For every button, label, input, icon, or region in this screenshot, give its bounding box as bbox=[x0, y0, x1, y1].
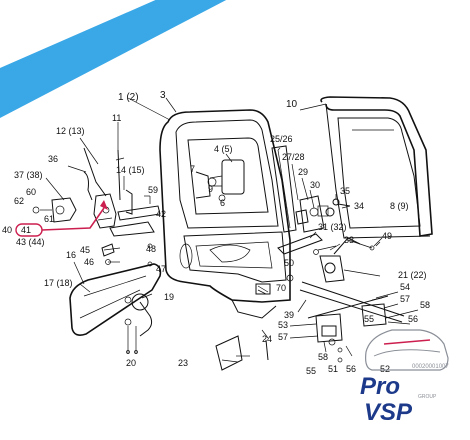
channel-runner bbox=[271, 145, 297, 233]
label-19: 19 bbox=[164, 292, 174, 302]
logo-pro: Pro bbox=[360, 373, 400, 400]
label-42: 42 bbox=[156, 209, 166, 219]
label-21: 21 (22) bbox=[398, 270, 427, 280]
bracket-37-38 bbox=[51, 197, 77, 223]
label-45: 45 bbox=[80, 245, 90, 255]
pro-vsp-logo: Pro VSP GROUP bbox=[360, 329, 449, 426]
window-crank-19 bbox=[124, 293, 153, 337]
label-56a: 56 bbox=[408, 314, 418, 324]
mirror-4 bbox=[207, 159, 245, 195]
label-25: 25/26 bbox=[270, 134, 293, 144]
label-4: 4 (5) bbox=[214, 144, 233, 154]
label-39: 39 bbox=[284, 310, 294, 320]
label-49: 49 bbox=[382, 231, 392, 241]
highlight-callout-41[interactable] bbox=[15, 200, 108, 237]
label-11: 11 bbox=[112, 113, 121, 123]
label-36: 36 bbox=[48, 154, 58, 164]
cap-45-46 bbox=[101, 243, 115, 265]
label-29: 29 bbox=[298, 167, 308, 177]
seal-24 bbox=[265, 339, 269, 361]
label-43: 43 (44) bbox=[16, 237, 45, 247]
label-54: 54 bbox=[400, 282, 410, 292]
label-17: 17 (18) bbox=[44, 278, 73, 288]
label-59: 59 bbox=[148, 185, 158, 195]
label-40: 40 bbox=[2, 225, 12, 235]
armrest-16 bbox=[69, 263, 162, 336]
label-53: 53 bbox=[278, 320, 288, 330]
label-33: 33 bbox=[344, 235, 354, 245]
label-24: 24 bbox=[262, 334, 272, 344]
logo-group: GROUP bbox=[418, 394, 437, 400]
screws-60-62 bbox=[32, 206, 52, 214]
label-61: 61 bbox=[44, 214, 54, 224]
label-7: 7 bbox=[190, 164, 195, 174]
label-62: 62 bbox=[14, 196, 24, 206]
label-10: 10 bbox=[286, 99, 298, 110]
grille-70 bbox=[255, 283, 271, 295]
label-14: 14 (15) bbox=[116, 165, 145, 175]
label-57a: 57 bbox=[400, 294, 410, 304]
label-48: 48 bbox=[146, 244, 156, 254]
screws-20 bbox=[126, 326, 138, 354]
sill-plate-23 bbox=[215, 335, 250, 371]
cable-36 bbox=[83, 171, 93, 201]
label-58b: 58 bbox=[318, 352, 328, 362]
small-fasteners bbox=[337, 345, 353, 363]
label-1: 1 (2) bbox=[118, 92, 139, 103]
lock-body-40 bbox=[93, 193, 117, 229]
label-8: 8 (9) bbox=[390, 201, 409, 211]
leader-lines bbox=[45, 97, 419, 363]
logo-vsp: VSP bbox=[364, 399, 413, 426]
label-70: 70 bbox=[276, 283, 286, 293]
label-20: 20 bbox=[126, 358, 136, 368]
clip-33 bbox=[313, 245, 337, 255]
label-50: 50 bbox=[284, 258, 294, 268]
label-46: 46 bbox=[84, 257, 94, 267]
label-51: 51 bbox=[328, 364, 338, 374]
label-6: 6 bbox=[220, 198, 225, 208]
rod-11 bbox=[115, 149, 125, 201]
reference-code: 00020001007 bbox=[412, 364, 449, 370]
label-31: 31 (32) bbox=[318, 222, 347, 232]
bolt-49 bbox=[369, 237, 383, 251]
label-47: 47 bbox=[156, 264, 166, 274]
glass-pane-8 bbox=[337, 117, 421, 229]
bolt-34-35 bbox=[332, 198, 351, 207]
label-30: 30 bbox=[310, 180, 320, 190]
label-56b: 56 bbox=[346, 364, 356, 374]
bar-14-15 bbox=[125, 189, 133, 215]
label-23: 23 bbox=[178, 358, 188, 368]
part-labels: 1 (2) 3 10 11 12 (13) 14 (15) 36 37 (38)… bbox=[2, 90, 430, 376]
check-arm-31 bbox=[277, 233, 323, 255]
window-frame-10 bbox=[320, 96, 433, 239]
car-logo-icon bbox=[365, 329, 449, 371]
watermark-banner: pro-piece-vsp.com bbox=[0, 0, 227, 118]
label-37: 37 (38) bbox=[14, 170, 43, 180]
label-27: 27/28 bbox=[282, 152, 305, 162]
inner-handle-42 bbox=[109, 221, 155, 237]
handle-59 bbox=[117, 196, 161, 221]
label-55b: 55 bbox=[306, 366, 316, 376]
label-34: 34 bbox=[354, 201, 364, 211]
rod-12-13 bbox=[83, 147, 107, 197]
window-regulator bbox=[299, 237, 405, 353]
label-55a: 55 bbox=[364, 314, 374, 324]
label-41[interactable]: 41 bbox=[21, 225, 31, 235]
label-12: 12 (13) bbox=[56, 126, 85, 136]
door-shell bbox=[159, 109, 291, 319]
label-3: 3 bbox=[160, 90, 166, 101]
label-9: 9 bbox=[208, 184, 213, 194]
label-57b: 57 bbox=[278, 332, 288, 342]
label-16: 16 bbox=[66, 250, 76, 260]
label-58: 58 bbox=[420, 300, 430, 310]
door-check-7 bbox=[195, 171, 226, 202]
label-60: 60 bbox=[26, 187, 36, 197]
label-35: 35 bbox=[340, 186, 350, 196]
label-52: 52 bbox=[380, 364, 390, 374]
